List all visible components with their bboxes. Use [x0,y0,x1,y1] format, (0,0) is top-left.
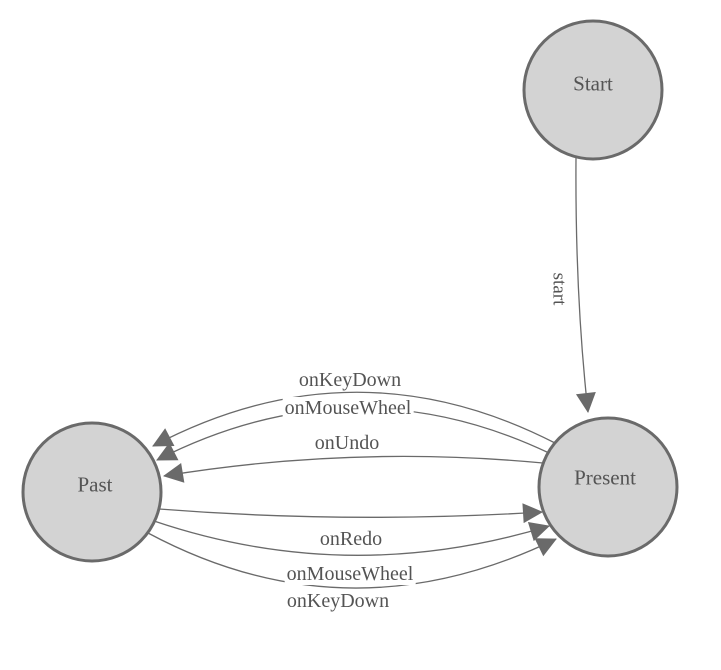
node-present [537,416,679,558]
node-past [21,421,163,563]
node-present-label: Present [574,465,636,490]
node-start [522,19,664,161]
edge-past-to-present-onredo [158,503,543,524]
edge-label-onkeydown-top: onKeyDown [296,369,404,391]
edge-past-to-present-onmousewheel [153,520,550,556]
edge-present-to-past-onundo [163,455,544,483]
edge-label-onmousewheel-top: onMouseWheel [282,397,414,419]
node-past-label: Past [77,472,113,497]
edge-start-to-present [575,156,596,413]
edge-label-onredo: onRedo [317,528,385,550]
node-start-label: Start [573,71,613,96]
edge-present-to-past-onkeydown [152,391,556,447]
edge-past-to-present-onkeydown [147,532,557,589]
edge-label-start: start [547,271,570,307]
edge-label-onundo: onUndo [312,432,382,454]
edge-label-onmousewheel-bottom: onMouseWheel [284,563,416,585]
edge-label-onkeydown-bottom: onKeyDown [284,590,392,612]
